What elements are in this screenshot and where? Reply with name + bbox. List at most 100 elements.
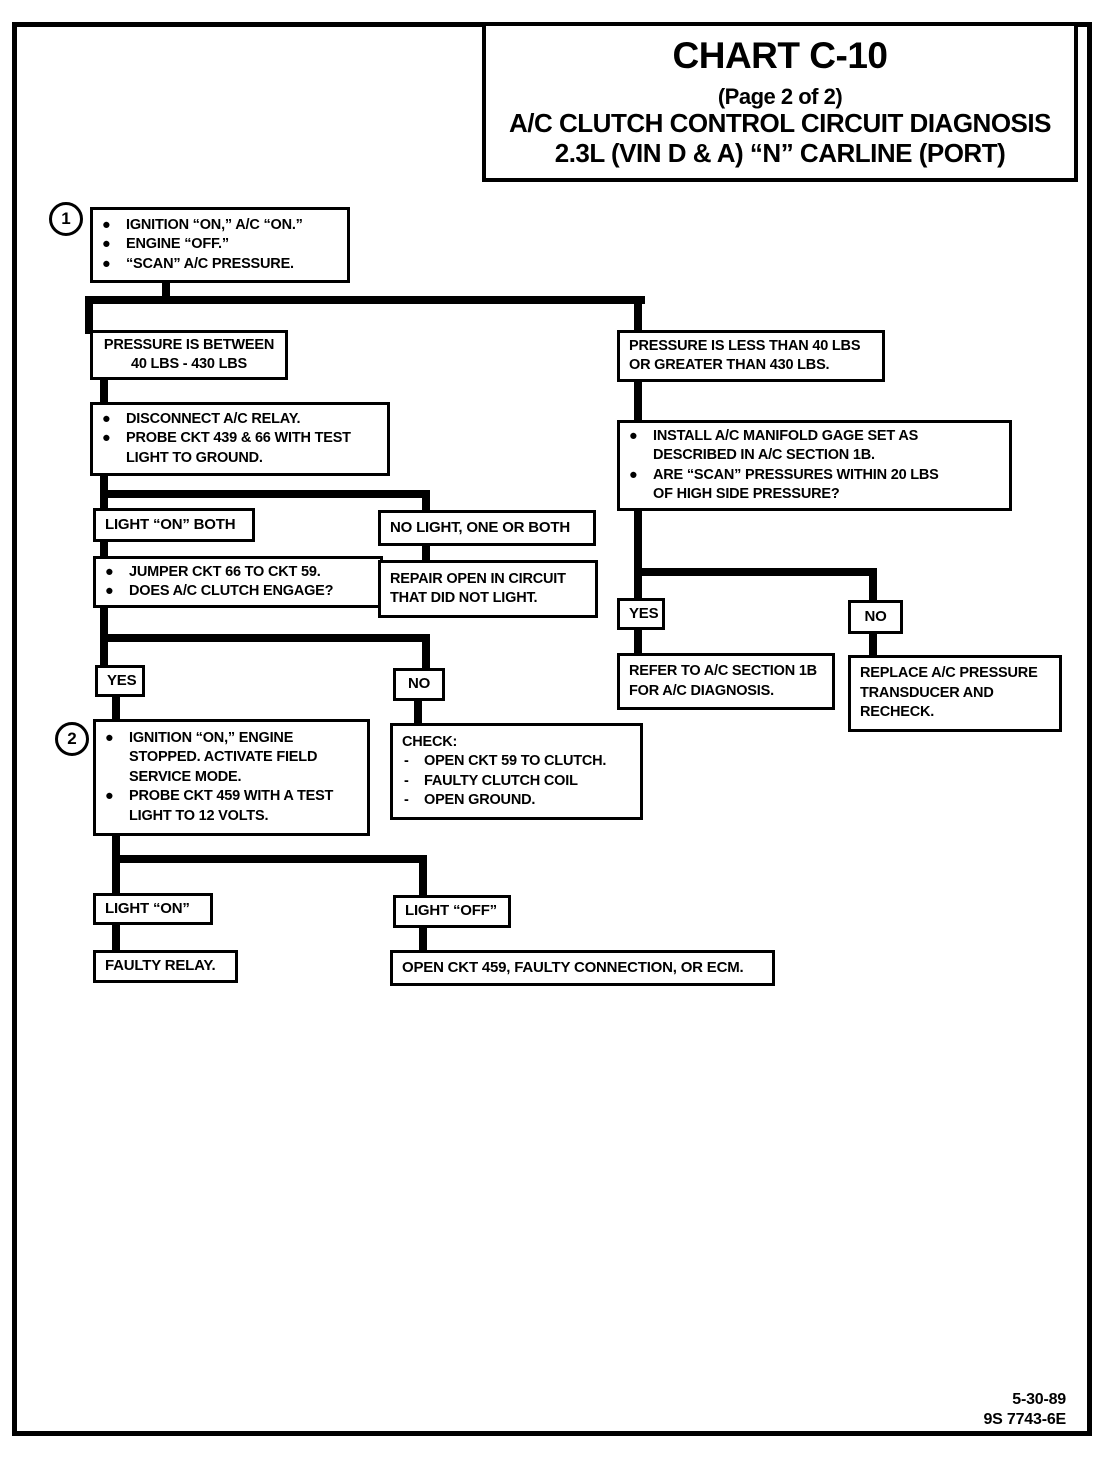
node-text: DISCONNECT A/C RELAY. — [126, 410, 301, 427]
node-yes-right: YES — [617, 598, 665, 630]
connector — [419, 855, 427, 897]
node-text: JUMPER CKT 66 TO CKT 59. — [129, 563, 321, 580]
footer-date: 5-30-89 — [1012, 1391, 1066, 1408]
bullet-icon: ● — [102, 255, 111, 272]
bullet-icon: ● — [102, 216, 111, 233]
node-step2: ● IGNITION “ON,” ENGINE STOPPED. ACTIVATE… — [93, 719, 370, 836]
node-step1: ● IGNITION “ON,” A/C “ON.” ● ENGINE “OFF.”… — [90, 207, 350, 283]
connector — [869, 632, 877, 658]
connector — [112, 695, 120, 722]
connector — [422, 634, 430, 670]
dash-icon: - — [404, 753, 409, 770]
node-text: PRESSURE IS BETWEEN — [103, 336, 275, 353]
connector — [634, 296, 642, 334]
node-faulty-relay: FAULTY RELAY. — [93, 950, 238, 983]
node-text: NO LIGHT, ONE OR BOTH — [390, 518, 570, 536]
node-text: LIGHT “ON” BOTH — [105, 515, 236, 533]
node-text: FAULTY CLUTCH COIL — [424, 772, 578, 789]
title-block: CHART C-10 (Page 2 of 2) A/C CLUTCH CONT… — [482, 22, 1078, 182]
connector — [112, 855, 427, 863]
connector — [85, 296, 645, 304]
connector — [634, 509, 642, 602]
node-text: IGNITION “ON,” A/C “ON.” — [126, 216, 303, 233]
node-text: YES — [629, 604, 659, 622]
node-pressure-out-range: PRESSURE IS LESS THAN 40 LBS OR GREATER … — [617, 330, 885, 382]
node-text: YES — [107, 671, 137, 689]
connector — [634, 380, 642, 422]
node-text: OPEN CKT 459, FAULTY CONNECTION, OR ECM. — [402, 958, 744, 976]
connector — [100, 378, 108, 406]
step-2-badge: 2 — [55, 722, 89, 756]
bullet-icon: ● — [105, 729, 114, 746]
node-check-list: CHECK: -OPEN CKT 59 TO CLUTCH. -FAULTY C… — [390, 723, 643, 820]
node-no-left: NO — [393, 668, 445, 701]
node-text: LIGHT “OFF” — [405, 902, 497, 920]
node-text: OPEN GROUND. — [424, 791, 536, 808]
connector — [100, 490, 430, 498]
node-text: 40 LBS - 430 LBS — [130, 356, 248, 372]
node-text: PROBE CKT 459 WITH A TEST LIGHT TO 12 VO… — [129, 788, 334, 824]
bullet-icon: ● — [105, 563, 114, 580]
node-text: OR GREATER THAN 430 LBS. — [629, 357, 830, 373]
bullet-icon: ● — [102, 236, 111, 253]
connector — [100, 634, 430, 642]
node-text: THAT DID NOT LIGHT. — [390, 590, 538, 606]
bullet-icon: ● — [105, 788, 114, 805]
node-text: REPLACE A/C PRESSURE — [860, 665, 1038, 682]
connector — [100, 540, 108, 560]
node-disconnect-relay: ● DISCONNECT A/C RELAY. ● PROBE CKT 439 & … — [90, 402, 390, 476]
connector — [414, 699, 422, 725]
node-jumper: ● JUMPER CKT 66 TO CKT 59. ● DOES A/C CLUT… — [93, 556, 383, 608]
node-open-ckt-459: OPEN CKT 459, FAULTY CONNECTION, OR ECM. — [390, 950, 775, 986]
node-text: CHECK: — [402, 733, 458, 750]
chart-subtitle-2: 2.3L (VIN D & A) “N” CARLINE (PORT) — [554, 137, 1006, 168]
node-text: REPAIR OPEN IN CIRCUIT — [390, 570, 566, 587]
node-text: RECHECK. — [860, 704, 935, 721]
node-text: TRANSDUCER AND — [860, 684, 994, 701]
bullet-icon: ● — [629, 427, 638, 444]
connector — [85, 296, 93, 334]
connector — [422, 490, 430, 512]
node-text: DOES A/C CLUTCH ENGAGE? — [129, 583, 334, 599]
chart-page-indicator: (Page 2 of 2) — [717, 83, 843, 109]
node-text: IGNITION “ON,” ENGINE STOPPED. ACTIVATE … — [129, 729, 318, 785]
node-text: ARE “SCAN” PRESSURES WITHIN 20 LBS OF HI… — [653, 466, 939, 502]
node-light-off: LIGHT “OFF” — [393, 895, 511, 928]
bullet-icon: ● — [105, 583, 114, 599]
connector — [422, 543, 430, 564]
node-install-gage: ● INSTALL A/C MANIFOLD GAGE SET AS DESCRI… — [617, 420, 1012, 511]
node-text: PRESSURE IS LESS THAN 40 LBS — [629, 337, 861, 354]
dash-icon: - — [404, 772, 409, 789]
connector — [634, 628, 642, 656]
bullet-icon: ● — [629, 466, 638, 483]
node-text: NO — [407, 675, 431, 693]
node-no-right: NO — [848, 600, 903, 634]
connector — [634, 568, 877, 576]
connector — [112, 833, 120, 895]
node-text: INSTALL A/C MANIFOLD GAGE SET AS DESCRIB… — [653, 427, 919, 464]
node-pressure-in-range: PRESSURE IS BETWEEN 40 LBS - 430 LBS — [90, 330, 288, 380]
bullet-icon: ● — [102, 410, 111, 427]
bullet-icon: ● — [102, 430, 111, 447]
node-text: PROBE CKT 439 & 66 WITH TEST LIGHT TO GR… — [126, 430, 351, 466]
node-text: NO — [864, 607, 887, 625]
dash-icon: - — [404, 791, 409, 808]
node-text: FAULTY RELAY. — [105, 957, 216, 975]
footer: 5-30-89 9S 7743-6E — [846, 1390, 1066, 1430]
node-text: LIGHT “ON” — [105, 899, 190, 917]
node-no-light: NO LIGHT, ONE OR BOTH — [378, 510, 596, 546]
node-text: OPEN CKT 59 TO CLUTCH. — [424, 753, 607, 770]
node-repair-open: REPAIR OPEN IN CIRCUIT THAT DID NOT LIGH… — [378, 560, 598, 618]
node-text: REFER TO A/C SECTION 1B — [629, 663, 817, 680]
connector — [869, 568, 877, 604]
node-refer-section-1b: REFER TO A/C SECTION 1B FOR A/C DIAGNOSI… — [617, 653, 835, 710]
node-light-on: LIGHT “ON” — [93, 893, 213, 925]
node-replace-transducer: REPLACE A/C PRESSURE TRANSDUCER AND RECH… — [848, 655, 1062, 732]
connector — [162, 281, 170, 303]
connector — [112, 923, 120, 952]
connector — [419, 926, 427, 952]
step-1-number: 1 — [61, 209, 71, 228]
chart-title: CHART C-10 — [672, 35, 888, 77]
node-text: ENGINE “OFF.” — [126, 236, 229, 253]
